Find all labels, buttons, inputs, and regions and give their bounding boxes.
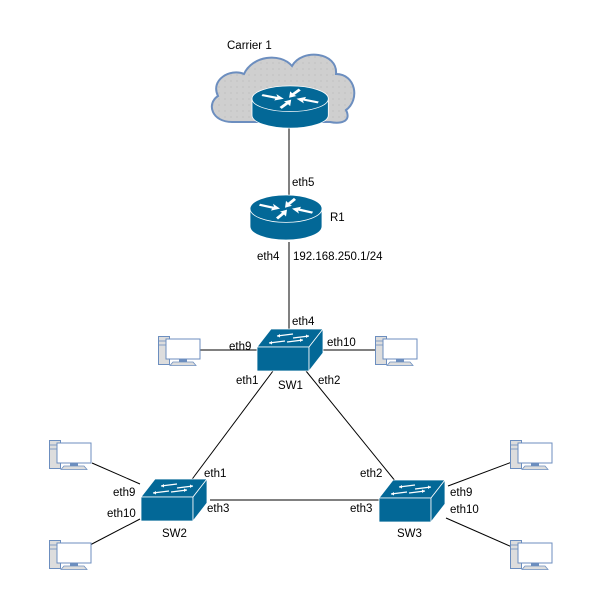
sw1-eth10-label: eth10 bbox=[327, 337, 356, 349]
sw2-eth1-label: eth1 bbox=[204, 468, 226, 480]
link-sw1-sw3 bbox=[305, 370, 397, 483]
sw3-eth9-label: eth9 bbox=[450, 487, 472, 499]
link-sw1-sw2 bbox=[189, 370, 274, 483]
link-sw2-pc-eth9 bbox=[91, 462, 141, 485]
sw1-eth9-label: eth9 bbox=[229, 341, 251, 353]
pc-icon bbox=[158, 336, 201, 366]
switch-icon bbox=[378, 479, 446, 523]
sw2-eth10-label: eth10 bbox=[107, 508, 136, 520]
sw3-label: SW3 bbox=[397, 528, 422, 540]
switch-sw2[interactable]: SW2 eth1 eth3 eth9 eth10 bbox=[107, 468, 229, 540]
pc-icon bbox=[375, 336, 418, 366]
sw1-eth4-label: eth4 bbox=[292, 316, 315, 328]
r1-label: R1 bbox=[330, 212, 345, 224]
sw2-label: SW2 bbox=[162, 528, 187, 540]
link-sw3-pc-eth9 bbox=[447, 461, 513, 487]
sw1-label: SW1 bbox=[278, 380, 303, 392]
pc-sw1-eth10[interactable] bbox=[375, 336, 418, 366]
pc-icon bbox=[510, 540, 553, 570]
switch-sw3[interactable]: SW3 eth2 eth3 eth9 eth10 bbox=[350, 468, 479, 540]
sw3-eth3-label: eth3 bbox=[350, 503, 372, 515]
switch-sw1[interactable]: SW1 eth4 eth9 eth10 eth1 eth2 bbox=[229, 316, 356, 392]
router-icon bbox=[249, 194, 323, 241]
sw3-eth10-label: eth10 bbox=[450, 504, 479, 516]
pc-icon bbox=[49, 440, 92, 470]
r1-ip-label: 192.168.250.1/24 bbox=[293, 251, 383, 263]
sw2-eth9-label: eth9 bbox=[113, 487, 135, 499]
pc-icon bbox=[49, 540, 92, 570]
sw1-eth1-label: eth1 bbox=[236, 375, 258, 387]
link-sw2-pc-eth10 bbox=[89, 518, 141, 546]
carrier-label: Carrier 1 bbox=[227, 40, 272, 52]
pc-sw3-eth9[interactable] bbox=[510, 440, 553, 470]
carrier-router-icon bbox=[251, 85, 329, 129]
links bbox=[89, 128, 513, 548]
sw3-eth2-label: eth2 bbox=[360, 468, 382, 480]
switch-icon bbox=[256, 328, 324, 372]
sw1-eth2-label: eth2 bbox=[318, 375, 340, 387]
carrier-cloud[interactable]: Carrier 1 bbox=[210, 40, 356, 129]
pc-icon bbox=[510, 440, 553, 470]
pc-sw1-eth9[interactable] bbox=[158, 336, 201, 366]
switch-icon bbox=[140, 478, 208, 522]
r1-eth5-label: eth5 bbox=[292, 177, 314, 189]
pc-sw2-eth10[interactable] bbox=[49, 540, 92, 570]
pc-sw2-eth9[interactable] bbox=[49, 440, 92, 470]
r1-eth4-label: eth4 bbox=[257, 251, 280, 263]
pc-sw3-eth10[interactable] bbox=[510, 540, 553, 570]
router-r1[interactable]: R1 eth5 eth4 192.168.250.1/24 bbox=[249, 177, 383, 263]
sw2-eth3-label: eth3 bbox=[207, 503, 229, 515]
link-sw3-pc-eth10 bbox=[445, 517, 513, 548]
